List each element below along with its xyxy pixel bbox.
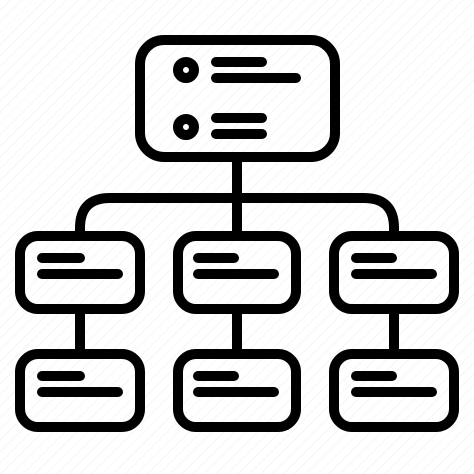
- level2-box-center: [173, 349, 301, 432]
- level1-node-center: [173, 231, 301, 314]
- level1-node-left: [15, 231, 145, 314]
- level2-box-right: [329, 349, 459, 432]
- level2-node-center: [173, 349, 301, 432]
- root-node: [135, 35, 340, 162]
- level1-node-right: [329, 231, 459, 314]
- level2-node-right: [329, 349, 459, 432]
- connector-root-to-level1: [75, 152, 399, 241]
- root-bullet-2: [173, 114, 199, 140]
- level2-node-left: [15, 349, 145, 432]
- root-bullet-1: [173, 57, 199, 83]
- connector-branch: [75, 193, 399, 241]
- connectors-level1-to-level2: [75, 304, 399, 359]
- level2-box-left: [15, 349, 145, 432]
